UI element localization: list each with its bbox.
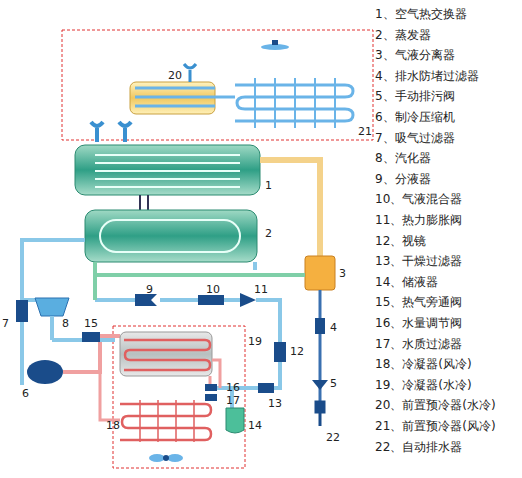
legend-line: 20、前置预冷器(水冷) — [375, 399, 496, 411]
callout-number: 11 — [254, 284, 268, 295]
callout-number: 8 — [62, 318, 69, 329]
legend-line: 15、热气旁通阀 — [375, 296, 462, 308]
callout-number: 9 — [146, 284, 153, 295]
legend-line: 13、干燥过滤器 — [375, 255, 462, 267]
legend-line: 7、吸气过滤器 — [375, 132, 455, 144]
callout-number: 17 — [226, 395, 240, 406]
legend-line: 14、储液器 — [375, 276, 438, 288]
callout-number: 6 — [22, 388, 29, 399]
legend-line: 2、蒸发器 — [375, 29, 431, 41]
legend-line: 22、自动排水器 — [375, 441, 462, 453]
callout-number: 2 — [265, 228, 272, 239]
legend-line: 17、水质过滤器 — [375, 338, 462, 350]
legend-line: 18、冷凝器(风冷) — [375, 358, 472, 370]
legend-line: 8、汽化器 — [375, 152, 431, 164]
callout-number: 13 — [268, 398, 282, 409]
callout-number: 5 — [330, 378, 337, 389]
callout-number: 4 — [330, 322, 337, 333]
callout-number: 18 — [106, 420, 120, 431]
legend-line: 6、制冷压缩机 — [375, 111, 455, 123]
legend-line: 3、气液分离器 — [375, 49, 455, 61]
legend-line: 10、气液混合器 — [375, 193, 462, 205]
callout-number: 16 — [226, 382, 240, 393]
callout-number: 12 — [290, 346, 304, 357]
callout-number: 15 — [84, 318, 98, 329]
callout-number: 3 — [339, 268, 346, 279]
legend-line: 11、热力膨胀阀 — [375, 214, 462, 226]
legend-line: 1、空气热交换器 — [375, 8, 467, 20]
callout-number: 7 — [2, 318, 9, 329]
callout-number: 14 — [248, 420, 262, 431]
callout-number: 10 — [206, 284, 220, 295]
legend-line: 9、分液器 — [375, 173, 431, 185]
legend-line: 12、视镜 — [375, 235, 426, 247]
legend-line: 19、冷凝器(水冷) — [375, 379, 472, 391]
callout-number: 1 — [265, 180, 272, 191]
legend-line: 21、前置预冷器(风冷) — [375, 420, 496, 432]
callout-number: 19 — [248, 336, 262, 347]
legend-line: 5、手动排污阀 — [375, 90, 455, 102]
callout-number: 22 — [326, 432, 340, 443]
legend-line: 4、排水防堵过滤器 — [375, 70, 479, 82]
callout-number: 20 — [168, 70, 182, 81]
callout-number: 21 — [358, 126, 372, 137]
legend-line: 16、水量调节阀 — [375, 317, 462, 329]
